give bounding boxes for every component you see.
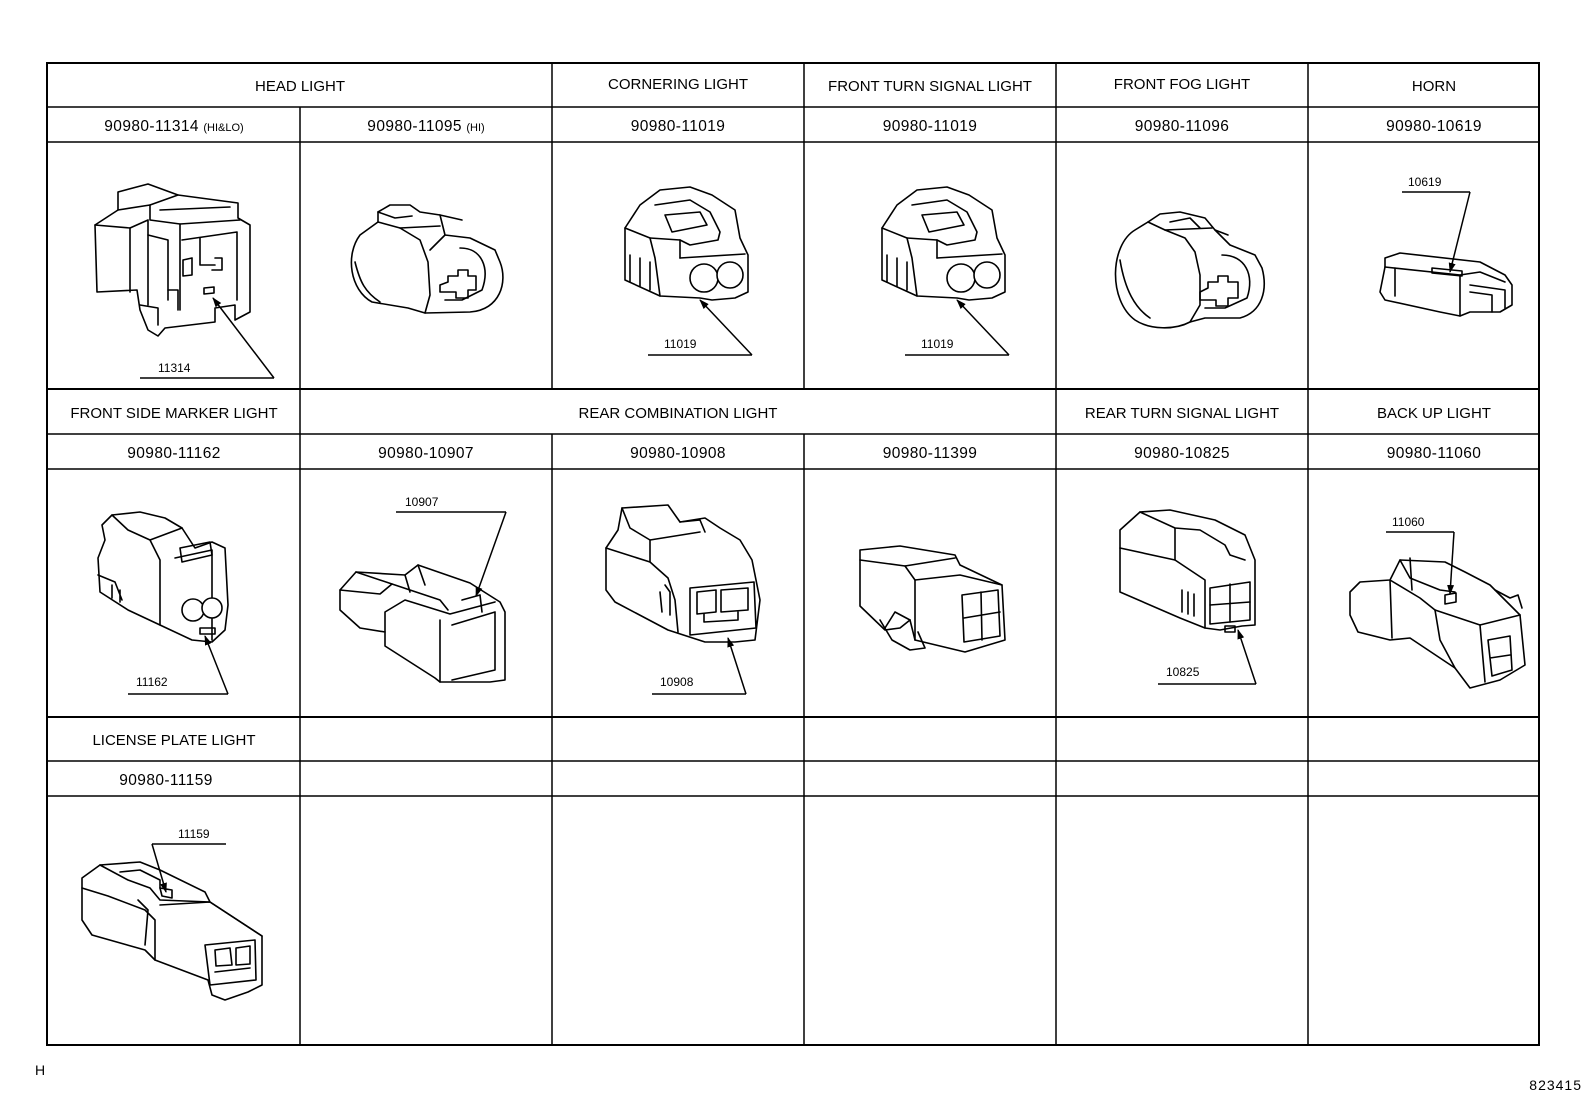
connector-drawing-11314 <box>94 183 251 337</box>
callout-11162: 11162 <box>128 635 229 695</box>
callout-label: 11019 <box>664 337 697 351</box>
callout-label: 10908 <box>660 675 694 689</box>
connector-drawing-11399 <box>859 545 1006 653</box>
row1-part-numbers: 90980-11314 (HI&LO) 90980-11095 (HI) 909… <box>104 118 1482 135</box>
title-rear-turn-signal-light: REAR TURN SIGNAL LIGHT <box>1085 405 1279 422</box>
footer-left-code: H <box>35 1062 45 1078</box>
part-number: 90980-11399 <box>883 445 978 462</box>
row3-titles: LICENSE PLATE LIGHT 90980-11159 <box>92 732 255 789</box>
part-number: 90980-11019 <box>883 118 978 135</box>
callout-11019-b: 11019 <box>905 299 1010 356</box>
connector-drawing-11096 <box>1114 211 1265 329</box>
connector-drawing-11095 <box>350 204 504 314</box>
title-front-turn-signal-light: FRONT TURN SIGNAL LIGHT <box>828 78 1032 95</box>
part-number: 90980-11162 <box>127 445 220 462</box>
callout-label: 10825 <box>1166 665 1200 679</box>
callout-11019-a: 11019 <box>648 299 753 356</box>
callout-10908: 10908 <box>652 637 747 695</box>
title-license-plate-light: LICENSE PLATE LIGHT <box>92 732 255 749</box>
connector-drawing-11159 <box>81 861 263 1001</box>
part-number: 90980-10619 <box>1386 118 1482 135</box>
footer-figure-number: 823415 <box>1529 1077 1582 1093</box>
callout-label: 10907 <box>405 495 439 509</box>
connector-drawing-10908 <box>605 504 761 643</box>
part-number: 90980-11314 <box>104 118 199 135</box>
title-front-side-marker-light: FRONT SIDE MARKER LIGHT <box>70 405 277 422</box>
row1-titles: HEAD LIGHT CORNERING LIGHT FRONT TURN SI… <box>255 76 1456 95</box>
connector-drawing-10619 <box>1379 252 1513 317</box>
title-front-fog-light: FRONT FOG LIGHT <box>1114 76 1250 93</box>
callout-11314: 11314 <box>140 297 275 379</box>
connector-drawing-10907 <box>339 564 506 683</box>
title-head-light: HEAD LIGHT <box>255 78 345 95</box>
connector-drawing-11019-a <box>624 186 749 301</box>
callout-label: 10619 <box>1408 175 1442 189</box>
callout-10619: 10619 <box>1402 175 1471 273</box>
title-cornering-light: CORNERING LIGHT <box>608 76 748 93</box>
part-number: 90980-11019 <box>631 118 726 135</box>
part-number-cell: 90980-11095 (HI) <box>367 118 484 135</box>
part-number: 90980-10825 <box>1134 445 1230 462</box>
title-rear-combination-light: REAR COMBINATION LIGHT <box>579 405 778 422</box>
callout-label: 11019 <box>921 337 954 351</box>
part-note: (HI) <box>466 122 484 134</box>
row2-part-numbers: 90980-11162 90980-10907 90980-10908 9098… <box>127 445 1481 462</box>
callout-label: 11060 <box>1392 515 1425 529</box>
row2-titles: FRONT SIDE MARKER LIGHT REAR COMBINATION… <box>70 405 1491 422</box>
part-number: 90980-11096 <box>1135 118 1230 135</box>
callout-label: 11159 <box>178 827 210 841</box>
part-note: (HI&LO) <box>203 122 243 134</box>
part-number: 90980-11095 <box>367 118 462 135</box>
callout-10825: 10825 <box>1158 629 1257 685</box>
part-number: 90980-10908 <box>630 445 726 462</box>
table-grid <box>46 62 1540 1046</box>
connector-drawing-11162 <box>97 511 229 643</box>
part-number-cell: 90980-11314 (HI&LO) <box>104 118 243 135</box>
part-number: 90980-10907 <box>378 445 474 462</box>
callout-11159: 11159 <box>151 827 226 893</box>
title-back-up-light: BACK UP LIGHT <box>1377 405 1491 422</box>
connector-drawing-11019-b <box>881 186 1006 301</box>
callout-label: 11314 <box>158 361 191 375</box>
connector-drawing-11060 <box>1349 557 1526 689</box>
title-horn: HORN <box>1412 78 1456 95</box>
connector-drawing-10825 <box>1119 509 1256 633</box>
part-number: 90980-11060 <box>1387 445 1482 462</box>
callout-10907: 10907 <box>396 495 507 597</box>
part-number: 90980-11159 <box>119 772 212 789</box>
callout-label: 11162 <box>136 675 168 689</box>
callout-11060: 11060 <box>1386 515 1455 595</box>
